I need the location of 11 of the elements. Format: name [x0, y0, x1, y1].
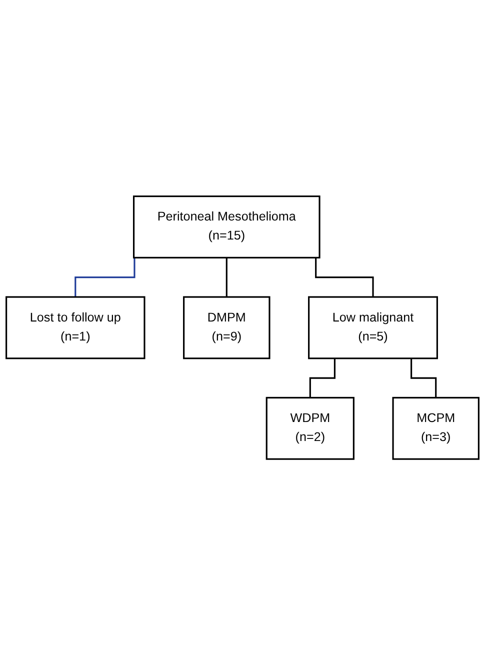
connector — [410, 358, 437, 398]
node-box: Peritoneal Mesothelioma (n=15) — [133, 195, 320, 258]
connector — [74, 257, 136, 298]
node-box: Lost to follow up (n=1) — [6, 296, 146, 359]
connector — [226, 257, 228, 298]
node-box: DMPM (n=9) — [183, 296, 270, 359]
connector — [309, 358, 336, 398]
connector — [315, 257, 374, 298]
node-box: WDPM (n=2) — [266, 396, 354, 460]
node-box: Low malignant (n=5) — [308, 296, 438, 359]
node-box: MCPM (n=3) — [392, 396, 480, 460]
